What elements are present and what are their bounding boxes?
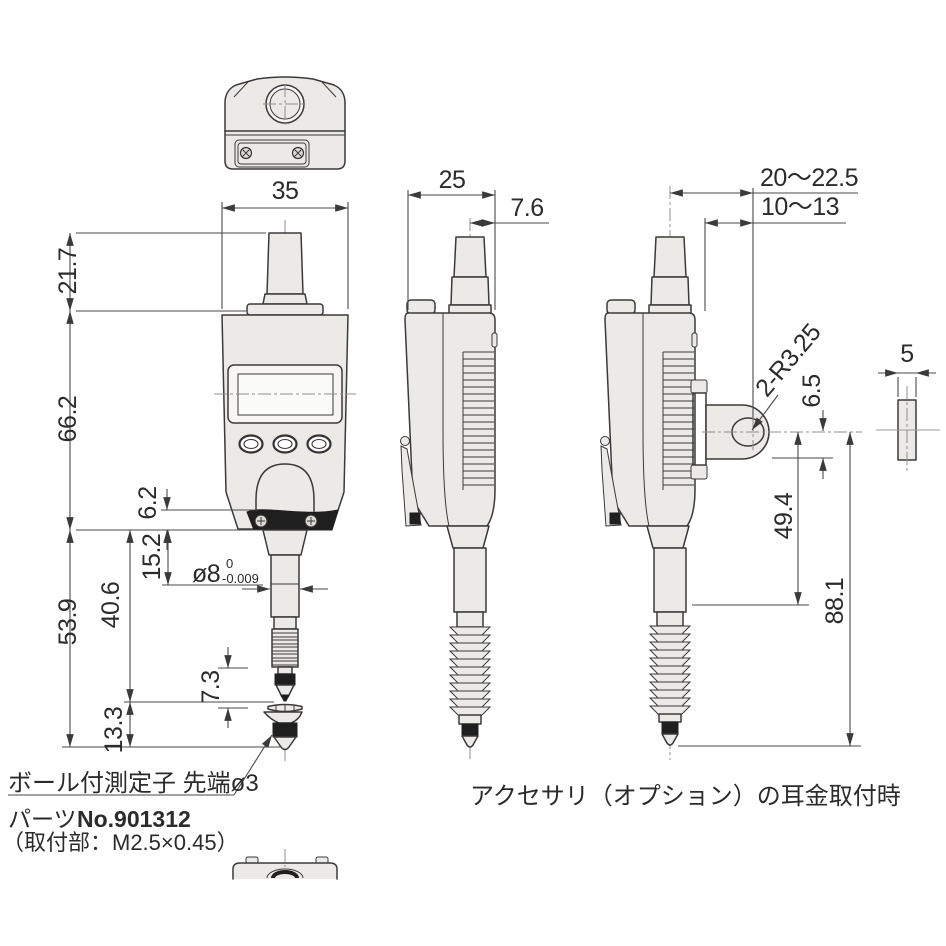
side-seam (442, 313, 450, 527)
plate-screw-left (239, 146, 253, 160)
dim-label-21-7: 21.7 (54, 248, 82, 295)
dim-label-dia8-tol-lower: -0.009 (222, 571, 259, 586)
lug-dimensions (670, 188, 862, 747)
back-notch (491, 332, 498, 348)
dim-label-13-3: 13.3 (100, 707, 128, 754)
thumbwheel-arch (255, 463, 315, 512)
dim-label-dia8-tol-upper: 0 (226, 556, 233, 571)
notes: ボール付測定子 先端ø3 パーツ No.901312 （取付部：M2.5×0.4… (2, 770, 901, 855)
front-stem-cap (266, 232, 304, 295)
contact-leader-line (233, 734, 273, 796)
side-cap-bump (406, 299, 436, 315)
wheel-screw-right (304, 514, 318, 528)
dim-label-depth-25: 25 (439, 166, 466, 194)
top-view (224, 76, 346, 170)
bottom-view-partial (232, 849, 338, 880)
lug-edge-view (876, 369, 940, 472)
dust-bellows (448, 626, 492, 716)
note-accessory-caption: アクセサリ（オプション）の耳金取付時 (470, 783, 901, 810)
cover-plate (234, 139, 310, 168)
dim-label-10-13: 10～13 (761, 193, 839, 221)
note-mount-thread: （取付部：M2.5×0.45） (2, 830, 239, 855)
side-dimensions (407, 190, 549, 310)
dim-label-width-35: 35 (272, 177, 299, 205)
front-stem (270, 554, 300, 618)
front-collar (246, 303, 324, 316)
button-center (272, 434, 298, 454)
top-chamfer-lines (233, 81, 337, 98)
side-boss (446, 525, 490, 549)
note-parts-number: No.901312 (77, 806, 191, 832)
side-body (404, 312, 496, 527)
dim-label-20-22-5: 20～22.5 (760, 164, 858, 192)
dim-label-66-2: 66.2 (54, 396, 82, 443)
top-view-crosshair (263, 84, 307, 126)
dim-label-88-1: 88.1 (821, 578, 849, 625)
dim-label-6-5: 6.5 (798, 374, 826, 407)
spindle-knurl (274, 673, 296, 686)
note-ball-contact: ボール付測定子 先端ø3 (8, 770, 259, 797)
dim-label-49-4: 49.4 (770, 492, 798, 539)
dim-label-53-9: 53.9 (54, 599, 82, 646)
side-view (400, 218, 498, 762)
radius-leader-line (751, 394, 779, 431)
front-view (214, 220, 356, 762)
dim-label-7-3: 7.3 (197, 670, 225, 703)
side-stem (453, 547, 487, 613)
button-left (238, 434, 264, 454)
side-view-with-lug (600, 186, 770, 760)
dim-label-thickness-5: 5 (900, 340, 913, 368)
lug-view-body (604, 312, 696, 527)
dim-label-15-2: 15.2 (138, 534, 166, 581)
note-parts-prefix: パーツ (8, 806, 77, 832)
plate-screw-right (291, 146, 305, 160)
side-stem-cap (453, 236, 487, 278)
front-boss (262, 529, 308, 556)
dim-label-7-6: 7.6 (510, 194, 543, 222)
lug-ear (705, 404, 770, 460)
dim-label-dia8: ø8 (192, 560, 220, 588)
wheel-screw-left (254, 514, 268, 528)
side-latch (400, 436, 422, 527)
front-dimensions (8, 202, 349, 796)
optional-ball-contact (263, 703, 303, 751)
back-ribs (463, 351, 494, 486)
dim-label-6-2: 6.2 (134, 486, 162, 519)
mounting-lug (690, 379, 770, 480)
side-contact-tip (461, 735, 479, 748)
button-right (306, 434, 332, 454)
dim-label-40-6: 40.6 (97, 582, 125, 629)
lug-view-latch (600, 436, 622, 527)
